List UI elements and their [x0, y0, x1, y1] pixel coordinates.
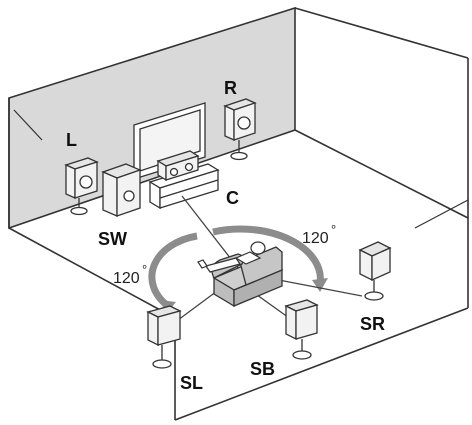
- left-angle-arc: [148, 232, 198, 309]
- room-corner-edge: [294, 129, 469, 219]
- label-surround-back: SB: [250, 359, 275, 379]
- label-left: L: [66, 130, 77, 150]
- angle-degree-right: °: [331, 222, 336, 237]
- angle-label-left: 120: [113, 270, 140, 287]
- line-to-center: [181, 195, 239, 269]
- surround-back-speaker: [284, 299, 319, 360]
- floor-front-edge: [174, 307, 469, 421]
- right-arc-arrowhead: [312, 278, 328, 292]
- label-subwoofer: SW: [98, 229, 127, 249]
- center-speaker: [156, 150, 200, 182]
- listening-seat: [211, 246, 284, 308]
- right-speaker: [223, 98, 257, 161]
- room-top-edge: [294, 7, 469, 59]
- surround-right-speaker: [358, 241, 392, 301]
- label-surround-left: SL: [180, 373, 203, 393]
- right-wall-crack: [414, 199, 469, 229]
- back-wall-crack: [13, 109, 43, 141]
- label-surround-right: SR: [360, 314, 385, 334]
- surround-left-speaker: [146, 305, 182, 369]
- left-speaker: [64, 157, 99, 216]
- label-center: C: [226, 188, 239, 208]
- right-angle-arc: [212, 225, 324, 285]
- subwoofer: [101, 163, 142, 217]
- label-right: R: [224, 78, 237, 98]
- angle-label-right: 120: [302, 230, 329, 247]
- angle-degree-left: °: [142, 262, 147, 277]
- floor-left-edge: [8, 227, 176, 319]
- listener-figure: [197, 241, 266, 273]
